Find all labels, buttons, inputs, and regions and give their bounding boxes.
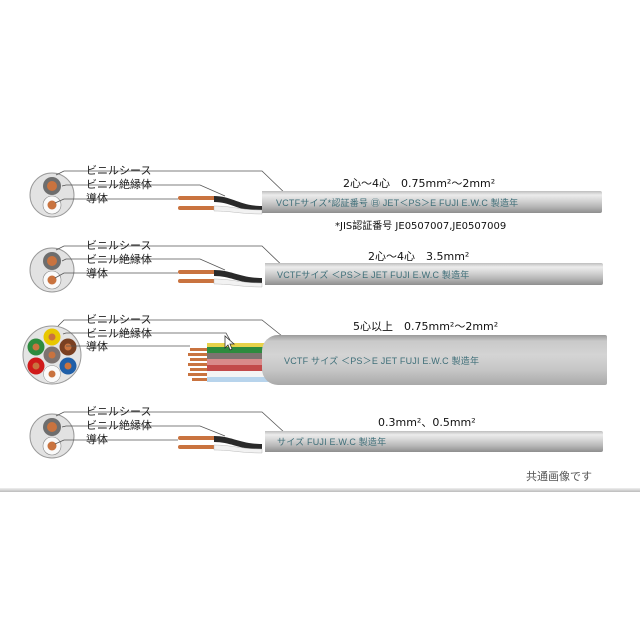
- label-insulation: ビニル絶縁体: [86, 178, 152, 191]
- bottom-divider: [0, 488, 640, 492]
- cable-sheath-body: VCTF サイズ ＜PS＞E JET FUJI E.W.C 製造年: [262, 335, 607, 385]
- label-conductor: 導体: [86, 433, 108, 446]
- cable-sheath-body: VCTFサイズ*認証番号 ㊐ JET＜PS＞E FUJI E.W.C 製造年: [262, 191, 602, 213]
- cable-side-2core-3: [178, 436, 263, 454]
- cable-side-2core-1: [178, 196, 263, 215]
- label-sheath: ビニルシース: [86, 405, 152, 418]
- label-conductor: 導体: [86, 192, 108, 205]
- cable-sheath-body: VCTFサイズ ＜PS＞E JET FUJI E.W.C 製造年: [265, 263, 603, 285]
- common-image-note: 共通画像です: [526, 470, 592, 483]
- label-insulation: ビニル絶縁体: [86, 327, 152, 340]
- cable-print-text: サイズ FUJI E.W.C 製造年: [277, 437, 387, 447]
- cable-spec: 2心～4心 3.5mm²: [368, 250, 470, 263]
- cross-section-2core-2: [29, 247, 75, 293]
- cable-print-text: VCTFサイズ ＜PS＞E JET FUJI E.W.C 製造年: [277, 270, 470, 280]
- label-insulation: ビニル絶縁体: [86, 419, 152, 432]
- cross-section-multicore: [22, 325, 82, 385]
- cable-spec: 2心～4心 0.75mm²～2mm²: [343, 177, 496, 190]
- cross-section-2core-1: [29, 172, 75, 218]
- cable-print-text: VCTFサイズ*認証番号 ㊐ JET＜PS＞E FUJI E.W.C 製造年: [276, 198, 519, 208]
- label-sheath: ビニルシース: [86, 164, 152, 177]
- cable-sheath-body: サイズ FUJI E.W.C 製造年: [265, 431, 603, 452]
- mouse-cursor-icon: [224, 335, 236, 351]
- label-sheath: ビニルシース: [86, 313, 152, 326]
- cable-spec: 0.3mm²、0.5mm²: [378, 416, 476, 429]
- cable-spec: 5心以上 0.75mm²～2mm²: [353, 320, 499, 333]
- label-conductor: 導体: [86, 267, 108, 280]
- cross-section-2core-3: [29, 413, 75, 459]
- label-sheath: ビニルシース: [86, 239, 152, 252]
- jis-certification-note: *JIS認証番号 JE0507007,JE0507009: [335, 221, 507, 232]
- cable-side-2core-2: [178, 270, 263, 288]
- label-insulation: ビニル絶縁体: [86, 253, 152, 266]
- cable-side-multicore: [188, 335, 269, 382]
- cable-print-text: VCTF サイズ ＜PS＞E JET FUJI E.W.C 製造年: [284, 356, 480, 366]
- label-conductor: 導体: [86, 340, 108, 353]
